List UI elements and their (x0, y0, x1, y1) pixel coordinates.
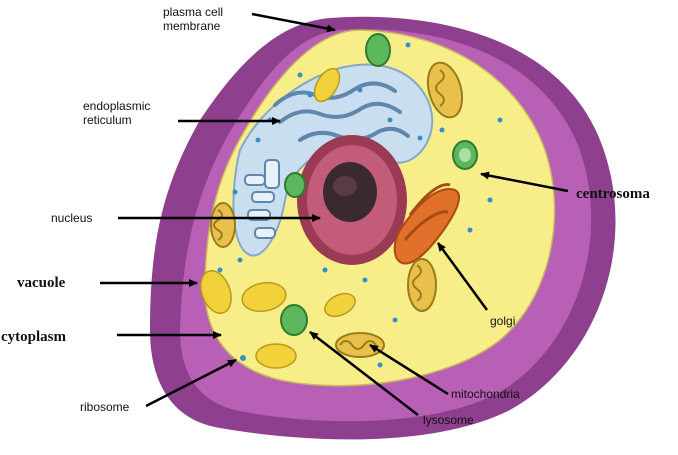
nucleus-shape (297, 135, 407, 265)
label-plasma-membrane: plasma cell membrane (163, 5, 223, 33)
label-plasma-membrane-line1: plasma cell (163, 5, 224, 19)
endoplasmic-reticulum-shape (232, 63, 434, 257)
label-cytoplasm: cytoplasm (1, 329, 66, 345)
arrow-centrosoma (480, 171, 569, 193)
lysosome-shapes (280, 33, 478, 336)
label-lysosome: lysosome (423, 413, 474, 427)
label-arrows (100, 12, 569, 416)
label-ribosome: ribosome (80, 400, 130, 414)
label-plasma-membrane-line2: membrane (163, 19, 221, 33)
golgi-shape (393, 183, 460, 265)
arrow-mitochondria (369, 343, 449, 396)
ribosome-dots (217, 42, 503, 368)
label-endoplasmic-reticulum: endoplasmic reticulum (83, 99, 150, 127)
arrow-golgi (436, 242, 489, 311)
arrow-plasma-membrane (251, 12, 336, 33)
label-nucleus: nucleus (51, 211, 93, 225)
vacuole-shapes (200, 67, 356, 369)
arrow-ribosome (145, 358, 237, 408)
label-er-line2: reticulum (83, 113, 132, 127)
label-golgi: golgi (490, 314, 516, 328)
label-er-line1: endoplasmic (83, 99, 151, 113)
label-mitochondria: mitochondria (451, 387, 520, 401)
label-vacuole: vacuole (17, 275, 66, 291)
mitochondria-shapes (210, 61, 464, 358)
label-centrosoma: centrosoma (576, 186, 650, 202)
arrow-lysosome (309, 331, 419, 416)
